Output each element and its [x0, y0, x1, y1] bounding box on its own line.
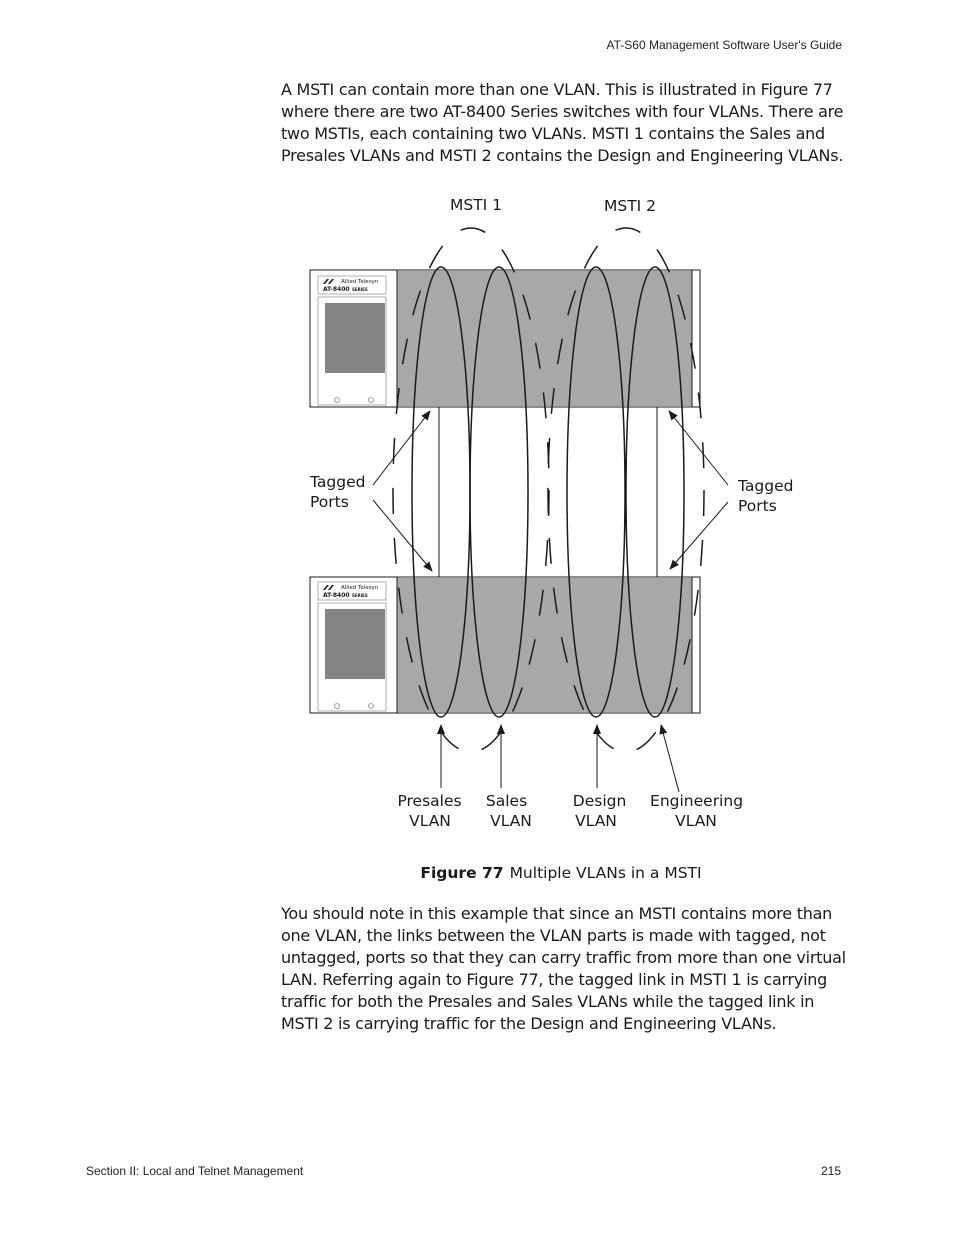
switch-screen [325, 303, 385, 373]
switch-panel [397, 271, 692, 406]
bottom-switch: Allied Telesyn AT-8400 SERIES [309, 576, 701, 714]
top-switch: Allied Telesyn AT-8400 SERIES [309, 269, 701, 408]
tagged-ports-left-label: Tagged Ports [309, 473, 370, 511]
switch-screw-icon [368, 397, 374, 403]
sales-vlan-line1: Sales [486, 792, 527, 810]
switch-model: AT-8400 [323, 286, 350, 293]
figure-number: Figure 77 [420, 864, 504, 882]
switch-logo-box [317, 581, 387, 601]
running-header: AT-S60 Management Software User's Guide [606, 38, 842, 52]
body-line: traffic for both the Presales and Sales … [281, 992, 815, 1011]
intro-paragraph: A MSTI can contain more than one VLAN. T… [281, 79, 851, 167]
allied-telesyn-logo-icon [323, 279, 334, 284]
switch-module-frame [317, 602, 387, 712]
switch-series: SERIES [352, 593, 368, 598]
switch-brand: Allied Telesyn [341, 279, 379, 285]
engineering-vlan-line1: Engineering [650, 792, 743, 810]
intro-line: where there are two AT-8400 Series switc… [281, 102, 844, 121]
presales-vlan-label: Presales VLAN [397, 792, 466, 830]
body-line: LAN. Referring again to Figure 77, the t… [281, 970, 828, 989]
tagged-ports-right-line1: Tagged [737, 477, 793, 495]
tagged-ports-right-arrow-down [669, 501, 729, 570]
design-vlan-ellipse [566, 266, 626, 718]
tagged-ports-left-arrow-up [372, 410, 431, 486]
switch-series: SERIES [352, 287, 368, 292]
switch-screw-icon [368, 703, 374, 709]
switch-module-frame [317, 296, 387, 406]
engineering-vlan-arrow [659, 724, 680, 793]
switch-screw-icon [334, 397, 340, 403]
figure-caption: Figure 77 Multiple VLANs in a MSTI [0, 864, 954, 882]
engineering-vlan-label: Engineering VLAN [650, 792, 748, 830]
sales-vlan-label: Sales VLAN [486, 792, 532, 830]
body-line: You should note in this example that sin… [281, 904, 833, 923]
switch-brand: Allied Telesyn [341, 585, 379, 591]
engineering-vlan-line2: VLAN [675, 812, 717, 830]
msti1-dashed-ellipse [392, 227, 550, 753]
design-vlan-line2: VLAN [575, 812, 617, 830]
sales-vlan-ellipse [469, 266, 529, 718]
presales-vlan-line2: VLAN [409, 812, 451, 830]
body-paragraph: You should note in this example that sin… [281, 903, 851, 1035]
switch-model: AT-8400 [323, 592, 350, 599]
figure-title: Multiple VLANs in a MSTI [509, 864, 702, 882]
sales-vlan-line2: VLAN [490, 812, 532, 830]
page-number: 215 [820, 1164, 841, 1178]
intro-line: Presales VLANs and MSTI 2 contains the D… [281, 146, 844, 165]
tagged-ports-left-arrow-down [372, 499, 433, 572]
presales-vlan-line1: Presales [397, 792, 461, 810]
msti-vlan-diagram: Allied Telesyn AT-8400 SERIES Allied Tel… [309, 196, 798, 830]
msti1-label: MSTI 1 [450, 196, 502, 214]
intro-line: two MSTIs, each containing two VLANs. MS… [281, 124, 825, 143]
allied-telesyn-logo-icon [323, 585, 334, 590]
footer-section: Section II: Local and Telnet Management [86, 1164, 304, 1178]
tagged-ports-right-line2: Ports [738, 497, 777, 515]
switch-panel [397, 578, 692, 712]
design-vlan-line1: Design [573, 792, 627, 810]
body-line: MSTI 2 is carrying traffic for the Desig… [281, 1014, 777, 1033]
intro-line: A MSTI can contain more than one VLAN. T… [281, 80, 833, 99]
tagged-ports-right-label: Tagged Ports [737, 477, 798, 515]
engineering-vlan-ellipse [625, 266, 685, 718]
body-line: one VLAN, the links between the VLAN par… [281, 926, 826, 945]
tagged-ports-left-line2: Ports [310, 493, 349, 511]
tagged-ports-right-arrow-up [668, 410, 729, 486]
switch-screen [325, 609, 385, 679]
msti2-label: MSTI 2 [604, 197, 656, 215]
switch-logo-box [317, 275, 387, 295]
tagged-ports-left-line1: Tagged [309, 473, 365, 491]
switch-screw-icon [334, 703, 340, 709]
msti2-dashed-ellipse [547, 227, 705, 753]
body-line: untagged, ports so that they can carry t… [281, 948, 846, 967]
design-vlan-label: Design VLAN [573, 792, 631, 830]
